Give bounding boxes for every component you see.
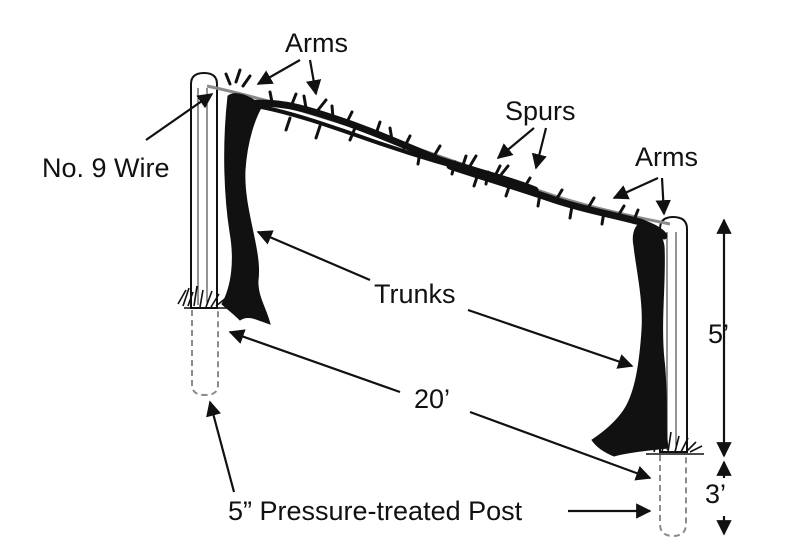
arrow-arms-top-left (256, 59, 301, 85)
label-spurs: Spurs (505, 96, 576, 126)
arrow-spurs-down (531, 127, 548, 170)
arrow-arms-top-down (306, 59, 322, 96)
label-height-above: 5’ (708, 319, 729, 349)
arrow-span-left (228, 329, 401, 394)
label-trunks: Trunks (374, 279, 456, 309)
arrow-arms-right-left (612, 176, 659, 200)
vine-right (446, 154, 669, 457)
left-post-buried (191, 310, 219, 397)
arrow-spurs-left (496, 127, 535, 159)
label-arms-right: Arms (635, 142, 698, 172)
left-post (177, 71, 230, 397)
label-span: 20’ (414, 384, 450, 414)
arrow-span-right (469, 410, 652, 481)
right-post-buried (659, 455, 687, 538)
leader-arrows (145, 59, 732, 536)
arrow-trunks-right (467, 308, 634, 369)
left-post-above-ground (190, 71, 218, 309)
arrow-wire (145, 93, 214, 141)
arrow-trunks-left (256, 230, 371, 282)
left-arm-spurs (224, 68, 510, 186)
label-wire: No. 9 Wire (42, 153, 170, 183)
left-trunk (221, 93, 271, 325)
right-trunk (591, 221, 669, 457)
right-post (646, 215, 704, 538)
label-height-below: 3’ (705, 479, 726, 509)
arrow-arms-right-down (655, 177, 671, 216)
arrow-post-up (206, 400, 236, 493)
label-post: 5” Pressure-treated Post (228, 496, 523, 526)
label-arms-top: Arms (285, 28, 348, 58)
